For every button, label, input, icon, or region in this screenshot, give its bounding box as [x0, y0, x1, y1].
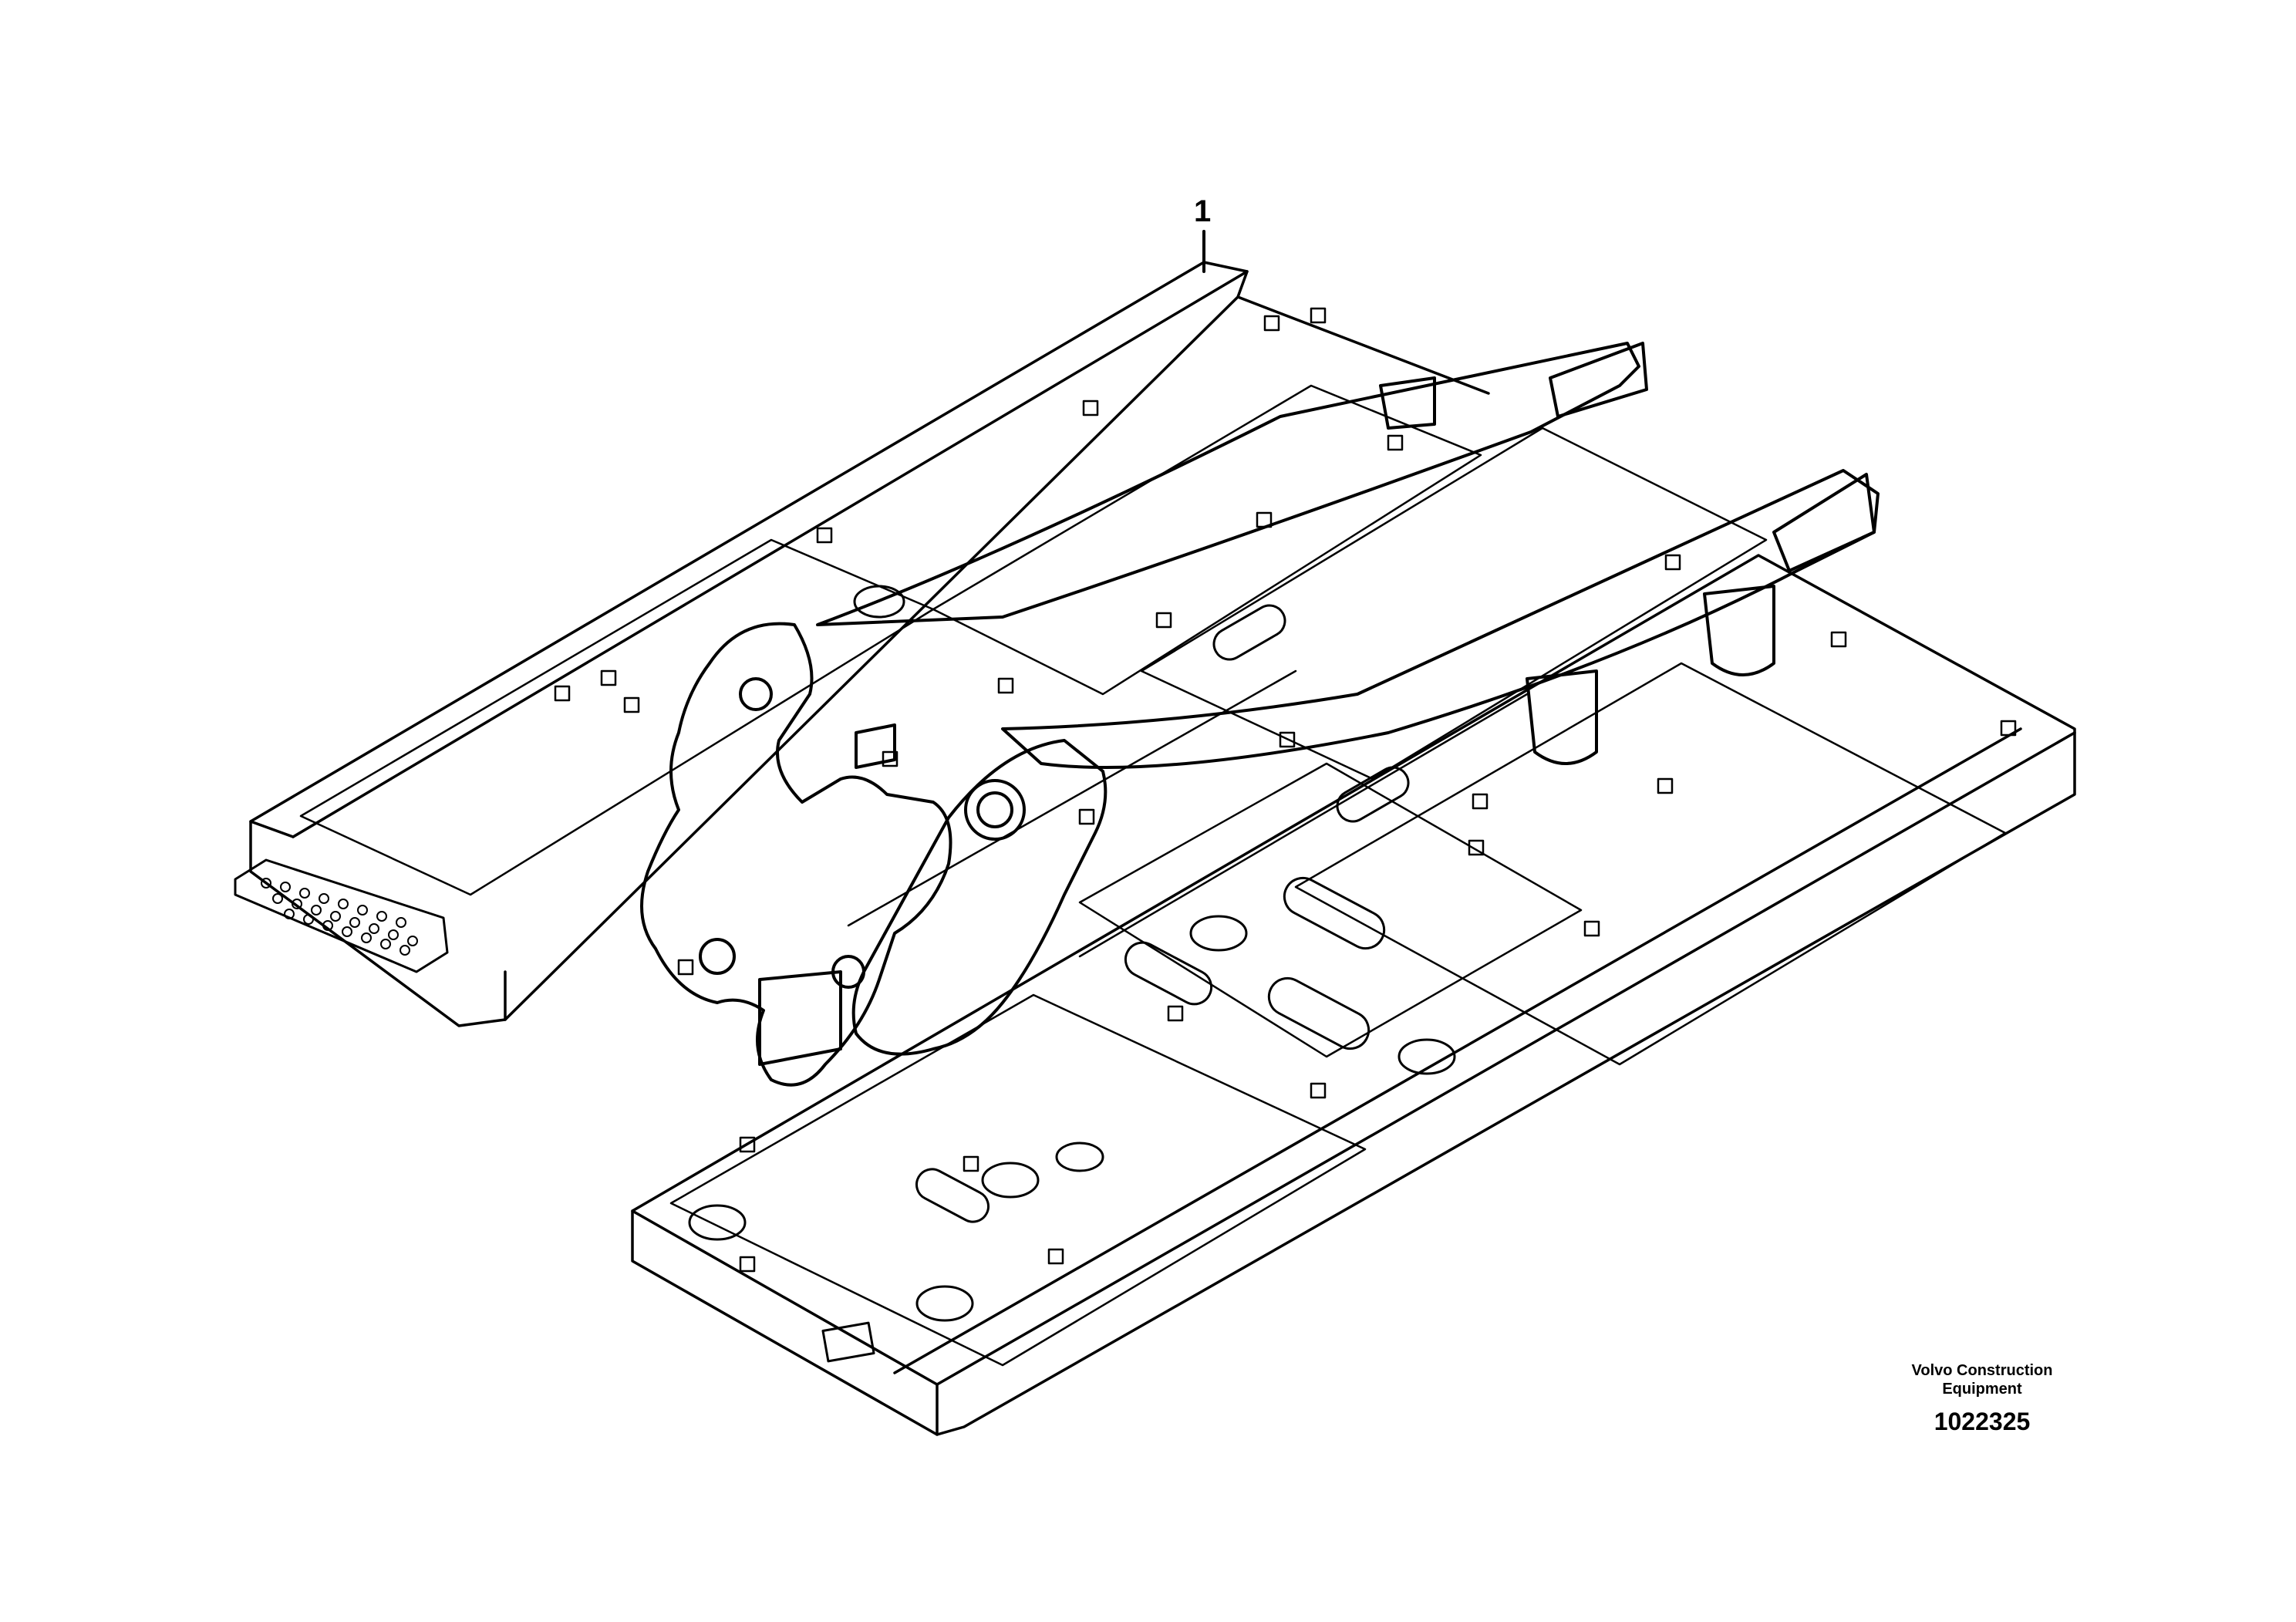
- credit-line-1: Volvo Construction: [1911, 1362, 2053, 1379]
- credit-line-2: Equipment: [1942, 1381, 2022, 1398]
- callout-number: 1: [1194, 194, 1212, 228]
- manufacturer-credit: Volvo Construction Equipment 1022325: [1859, 1361, 2106, 1436]
- left-rail: [249, 261, 1490, 1027]
- upper-beams: [816, 342, 1880, 769]
- boom-bracket: [640, 622, 1108, 1087]
- right-rail: [631, 554, 2076, 1436]
- deck-panels: [299, 384, 2007, 1367]
- step-plate: [234, 858, 449, 973]
- openings: [688, 585, 1456, 1363]
- bolt-markers: [554, 307, 2017, 1273]
- drawing-number: 1022325: [1934, 1408, 2031, 1435]
